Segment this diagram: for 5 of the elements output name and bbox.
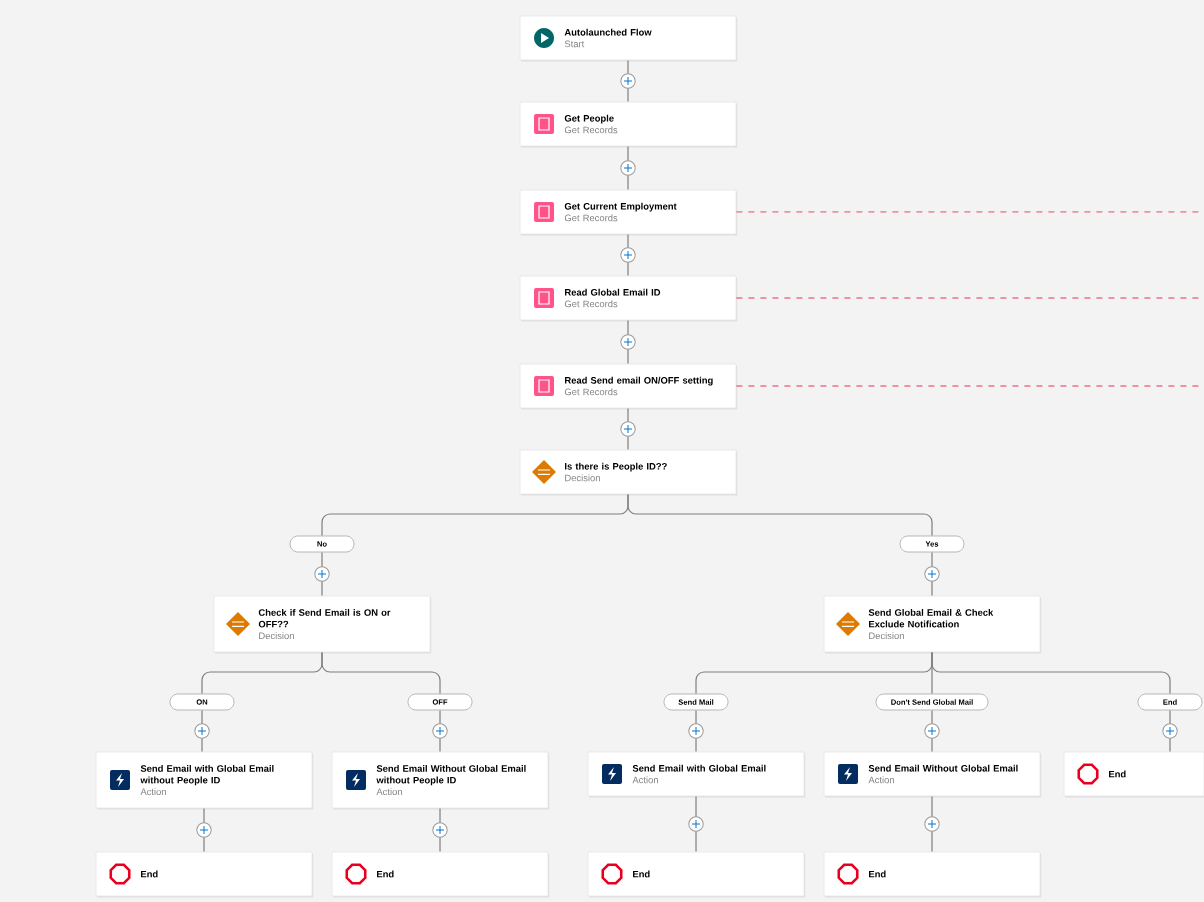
connector-line	[695, 795, 697, 853]
connector-line	[627, 493, 933, 537]
connector-line	[931, 795, 933, 853]
connector-line	[931, 651, 1171, 695]
connector-line	[321, 651, 441, 695]
